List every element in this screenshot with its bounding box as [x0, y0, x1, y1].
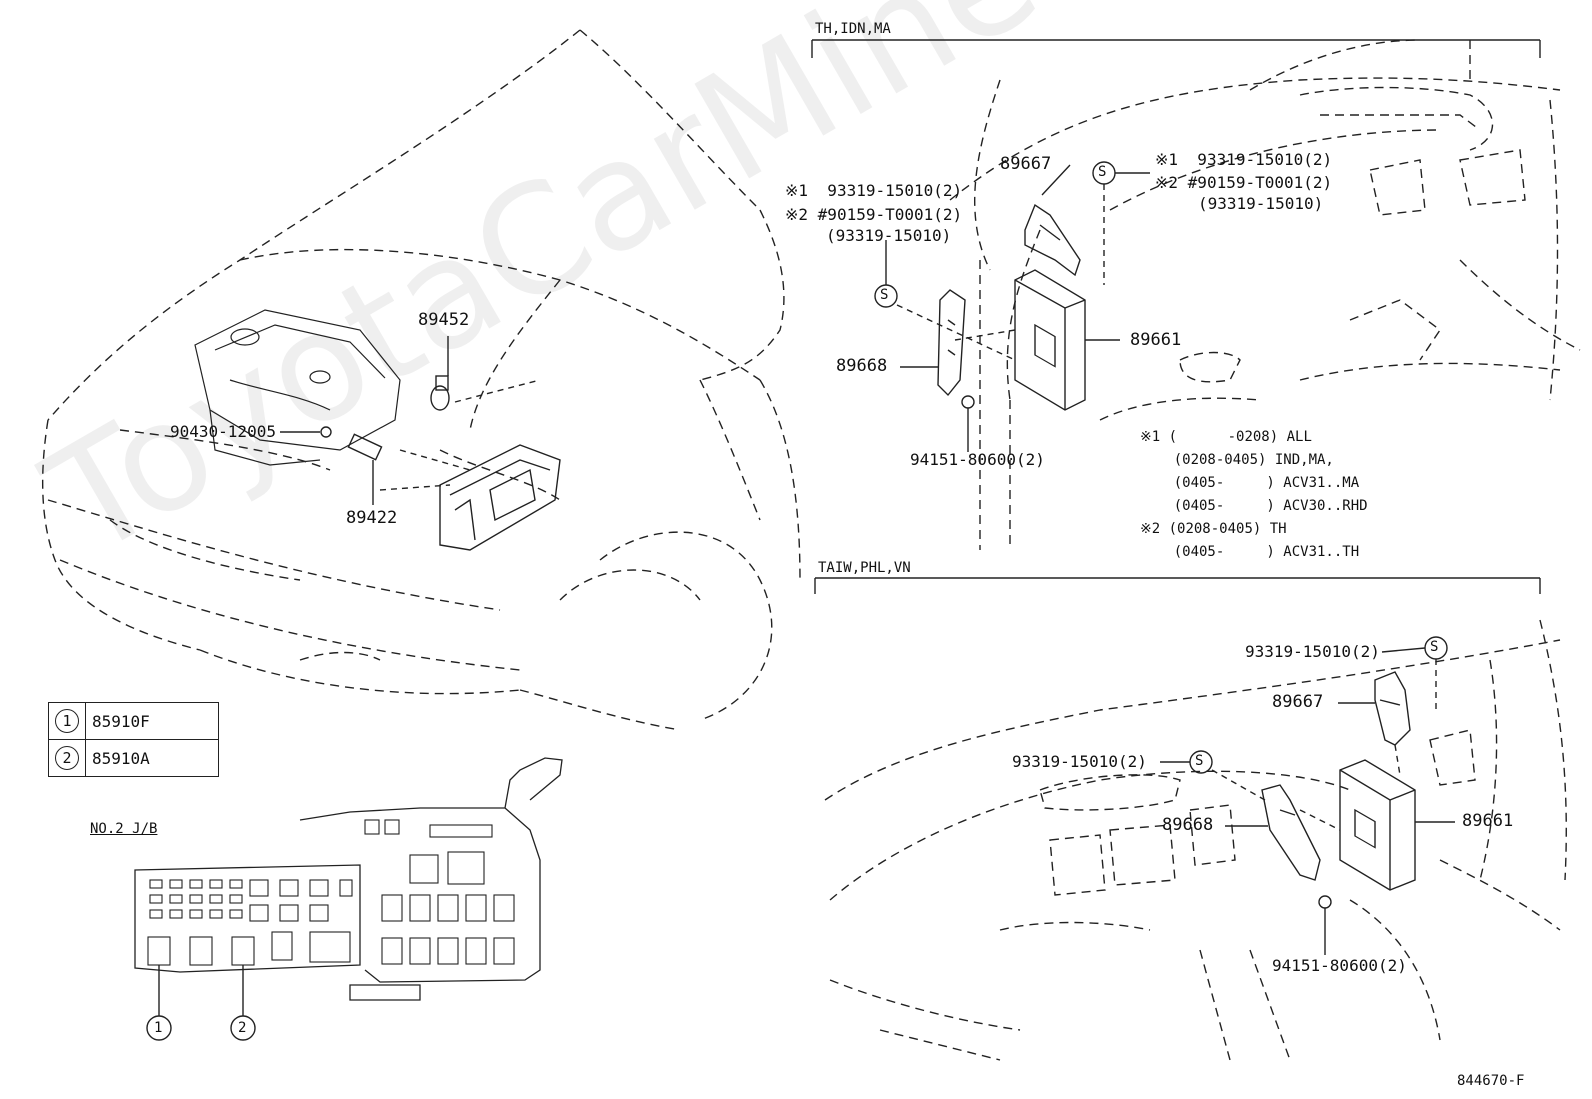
bottom-assembly-dashes	[1211, 659, 1437, 831]
s-mark-lower: S	[1195, 753, 1204, 769]
ref-note-left-3: (93319-15010)	[826, 226, 952, 245]
top-assembly-dashes	[896, 184, 1105, 361]
bracket-89667-top-shape	[1024, 164, 1081, 277]
engine-block	[194, 309, 401, 466]
illustration-id: 844670-F	[1457, 1073, 1525, 1089]
legend-code: 85910F	[85, 702, 219, 740]
part-number-89667-top: 89667	[1000, 154, 1052, 174]
ecu-89661-bottom-shape	[1339, 759, 1455, 891]
legend-row: 2 85910A	[48, 739, 219, 777]
ref-note-right-1: ※1 93319-15010(2)	[1155, 150, 1333, 169]
legend-number: 1	[55, 709, 79, 733]
car-front-outline	[41, 29, 801, 731]
note-line: (0405- ) ACV31..TH	[1140, 544, 1360, 560]
ref-note-right-2: ※2 #90159-T0001(2)	[1155, 173, 1333, 192]
part-number-90430-12005: 90430-12005	[170, 422, 276, 441]
note-line: ※2 (0208-0405) TH	[1140, 521, 1287, 537]
legend-row: 1 85910F	[48, 702, 219, 740]
dashboard-outline-top	[949, 39, 1581, 550]
sensor-89452-shape	[430, 336, 450, 411]
section-frame-top-right	[811, 39, 1541, 58]
legend-number: 2	[55, 746, 79, 770]
section-frame-bottom-right	[814, 577, 1541, 594]
junction-block-outline	[134, 757, 563, 1001]
note-line: ※1 ( -0208) ALL	[1140, 429, 1312, 445]
applicability-notes: ※1 ( -0208) ALL (0208-0405) IND,MA, (040…	[1140, 430, 1368, 568]
part-number-93319-lower: 93319-15010(2)	[1012, 752, 1147, 771]
ref-note-left-1: ※1 93319-15010(2)	[785, 181, 963, 200]
dashboard-outline-bottom	[824, 619, 1567, 1061]
part-number-89668-top: 89668	[836, 356, 888, 376]
part-number-89661-bottom: 89661	[1462, 811, 1514, 831]
s-marks-bottom	[1160, 636, 1448, 774]
s-mark-upper: S	[1430, 639, 1439, 655]
junction-block-label: NO.2 J/B	[90, 821, 158, 837]
junction-block-fuses	[147, 819, 515, 966]
note-line: (0405- ) ACV31..MA	[1140, 475, 1360, 491]
note-line: (0208-0405) IND,MA,	[1140, 452, 1334, 468]
s-mark-left: S	[880, 287, 889, 303]
part-number-89668-bottom: 89668	[1162, 815, 1214, 835]
ecu-89661-top-shape	[1014, 269, 1120, 411]
engine-bay-dashes	[379, 379, 541, 491]
part-number-94151-top: 94151-80600(2)	[910, 450, 1045, 469]
bracket-89668-top-shape	[900, 289, 966, 397]
note-line: (0405- ) ACV30..RHD	[1140, 498, 1368, 514]
part-number-93319-upper: 93319-15010(2)	[1245, 642, 1380, 661]
part-number-89452: 89452	[418, 310, 470, 330]
ref-note-right-3: (93319-15010)	[1198, 194, 1324, 213]
fuse-legend-table: 1 85910F 2 85910A	[48, 702, 219, 777]
bracket-89668-bottom-shape	[1225, 784, 1321, 881]
section-label-th-idn-ma: TH,IDN,MA	[815, 21, 891, 37]
s-mark-right: S	[1098, 164, 1107, 180]
ecu-bracket-engine-bay	[439, 444, 561, 551]
junction-callout-2: 2	[238, 1020, 247, 1036]
junction-callout-leaders	[146, 965, 256, 1041]
part-number-89661-top: 89661	[1130, 330, 1182, 350]
section-label-taiw-phl-vn: TAIW,PHL,VN	[818, 560, 911, 576]
sensor-89422-shape	[347, 433, 383, 505]
legend-code: 85910A	[85, 739, 219, 777]
junction-callout-1: 1	[154, 1020, 163, 1036]
part-number-94151-bottom: 94151-80600(2)	[1272, 956, 1407, 975]
ref-note-left-2: ※2 #90159-T0001(2)	[785, 205, 963, 224]
bracket-89667-bottom-shape	[1338, 671, 1411, 746]
part-number-89422: 89422	[346, 508, 398, 528]
part-number-89667-bottom: 89667	[1272, 692, 1324, 712]
